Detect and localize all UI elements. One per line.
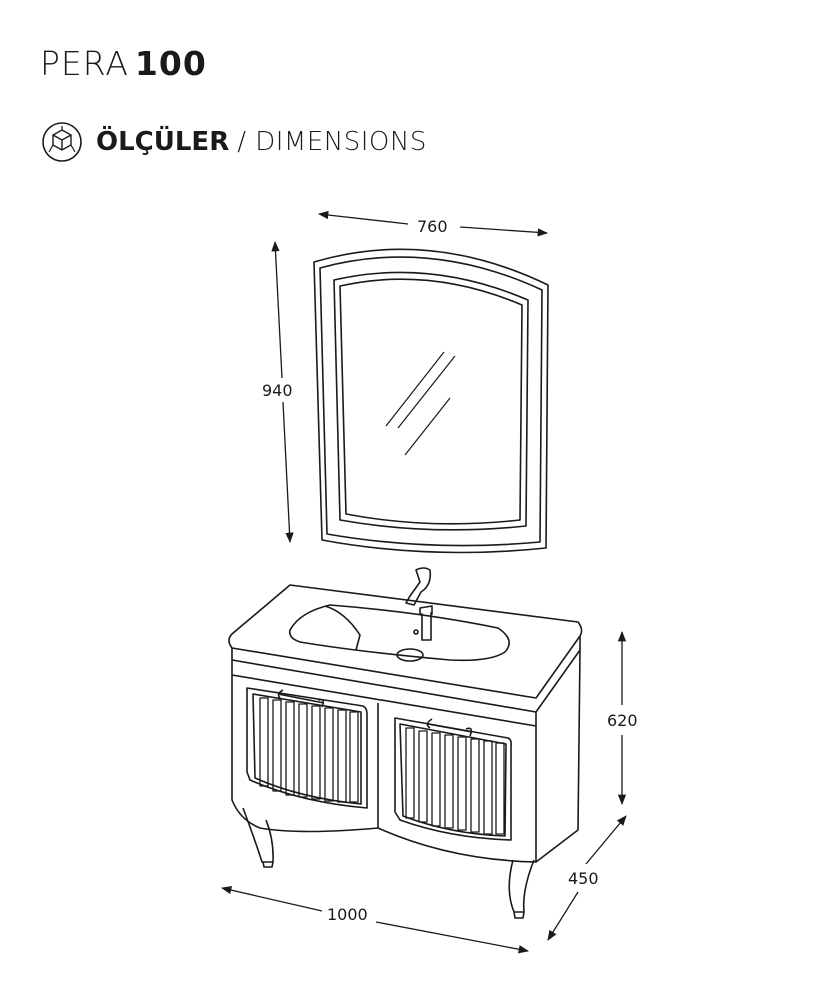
vanity-cabinet: [228, 567, 583, 919]
mirror: [313, 248, 549, 554]
dim-mirror-width: 760: [417, 217, 448, 236]
dim-line-mirror-width-left: [317, 210, 409, 225]
dim-line-width-left: [220, 886, 323, 912]
door-slats: [259, 697, 505, 835]
dim-line-depth-top: [585, 815, 627, 865]
dimensions-cube-icon: [42, 122, 82, 162]
dim-line-mirror-width-right: [459, 226, 549, 237]
dim-cabinet-width: 1000: [327, 905, 368, 924]
model-size: 100: [134, 44, 207, 83]
dim-cabinet-height: 620: [607, 711, 638, 730]
dim-line-mirror-height-top: [271, 240, 283, 379]
dim-line-mirror-height-bottom: [282, 401, 294, 544]
dim-line-depth-bottom: [547, 891, 579, 941]
dim-mirror-height: 940: [262, 381, 293, 400]
section-title-en: / DIMENSIONS: [237, 127, 427, 157]
dim-line-width-right: [375, 921, 530, 954]
dim-cabinet-depth: 450: [568, 869, 599, 888]
section-heading: ÖLÇÜLER / DIMENSIONS: [40, 120, 427, 164]
section-title-tr: ÖLÇÜLER: [96, 127, 230, 157]
model-name: PERA: [40, 44, 129, 83]
